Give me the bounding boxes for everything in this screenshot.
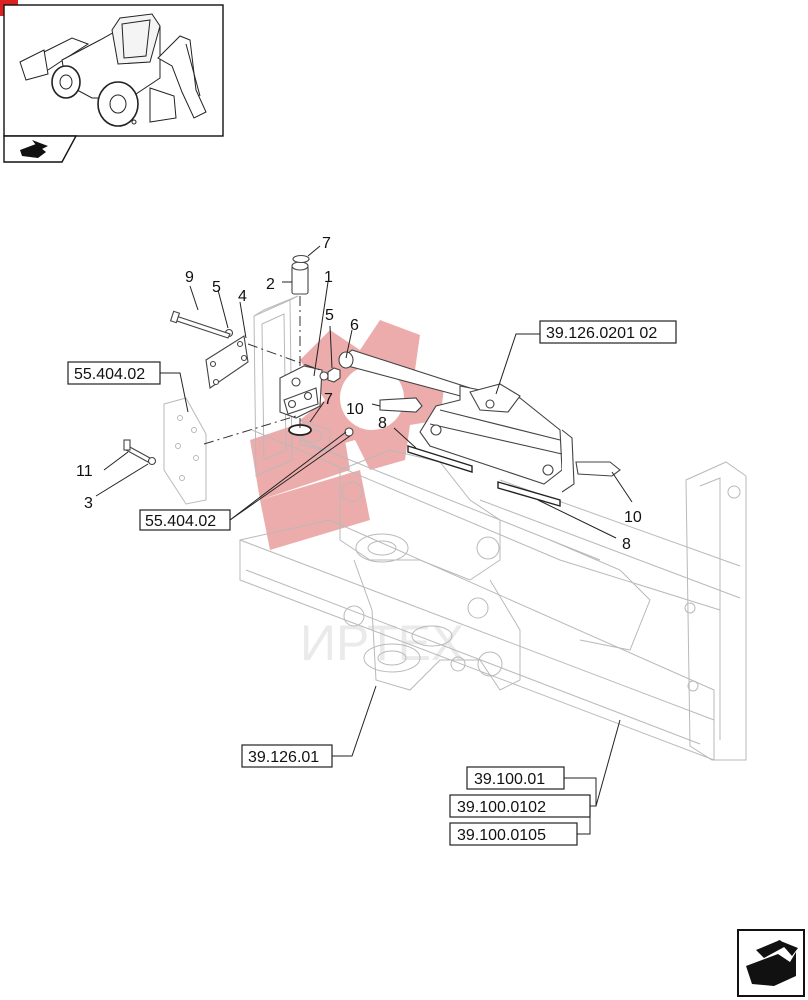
svg-text:39.100.0105: 39.100.0105 xyxy=(457,827,546,844)
callout-10-bottom: 10 xyxy=(624,509,642,526)
svg-text:55.404.02: 55.404.02 xyxy=(74,366,145,383)
svg-text:55.404.02: 55.404.02 xyxy=(145,513,216,530)
reference-box-39-100-0102[interactable]: 39.100.0102 xyxy=(449,794,591,818)
reference-box-39-100-01[interactable]: 39.100.01 xyxy=(466,766,565,790)
part-oring-top xyxy=(292,254,310,264)
thumbnail-panel[interactable] xyxy=(3,4,224,163)
reference-box-39-126-01[interactable]: 39.126.01 xyxy=(241,744,333,768)
part-cover-plate xyxy=(205,335,249,389)
backhoe-loader-thumbnail-icon xyxy=(19,13,207,127)
reference-box-39-126-0201-02[interactable]: 39.126.0201 02 xyxy=(539,320,677,344)
callout-4: 4 xyxy=(238,288,247,305)
callout-8-bottom: 8 xyxy=(622,536,631,553)
svg-text:39.100.01: 39.100.01 xyxy=(474,771,545,788)
watermark: ИРТЕХ xyxy=(250,320,464,671)
next-page-arrow-icon[interactable] xyxy=(737,929,805,997)
callout-8-top: 8 xyxy=(378,415,387,432)
alignment-lines xyxy=(203,296,321,445)
callout-6: 6 xyxy=(350,317,359,334)
callout-7-bottom: 7 xyxy=(324,391,333,408)
callout-11: 11 xyxy=(76,463,93,480)
part-washer-right xyxy=(344,427,354,437)
part-shim-top xyxy=(379,397,423,413)
callout-10-top: 10 xyxy=(346,401,364,418)
part-strip-top xyxy=(407,445,473,473)
main-frame-ghost xyxy=(239,295,747,761)
svg-text:39.126.01: 39.126.01 xyxy=(248,749,319,766)
reference-box-55-404-02-bottom[interactable]: 55.404.02 xyxy=(139,509,231,531)
svg-text:39.100.0102: 39.100.0102 xyxy=(457,799,546,816)
part-small-bolt xyxy=(123,439,151,463)
callout-numbers: 1 2 3 4 5 5 6 7 7 8 8 9 10 10 11 xyxy=(76,235,642,553)
part-pin xyxy=(291,261,309,295)
part-long-bolt xyxy=(169,310,231,339)
callout-3: 3 xyxy=(84,495,93,512)
callout-7-top: 7 xyxy=(322,235,331,252)
callout-9: 9 xyxy=(185,269,194,286)
part-shim-right xyxy=(575,461,621,477)
callout-5-right: 5 xyxy=(325,307,334,324)
part-strip-bottom xyxy=(497,481,561,507)
reference-box-55-404-02-top[interactable]: 55.404.02 xyxy=(67,361,161,385)
callout-5-left: 5 xyxy=(212,279,221,296)
svg-text:39.126.0201 02: 39.126.0201 02 xyxy=(546,325,657,342)
callout-1: 1 xyxy=(324,269,333,286)
part-bracket xyxy=(279,365,323,419)
part-mount-plate xyxy=(163,397,207,505)
reference-box-39-100-0105[interactable]: 39.100.0105 xyxy=(449,822,578,846)
page-arrow-icon xyxy=(20,140,48,158)
part-hydraulic-cylinder xyxy=(338,349,575,493)
part-nut xyxy=(319,367,341,383)
callout-2: 2 xyxy=(266,276,275,293)
part-small-washer xyxy=(147,456,157,466)
